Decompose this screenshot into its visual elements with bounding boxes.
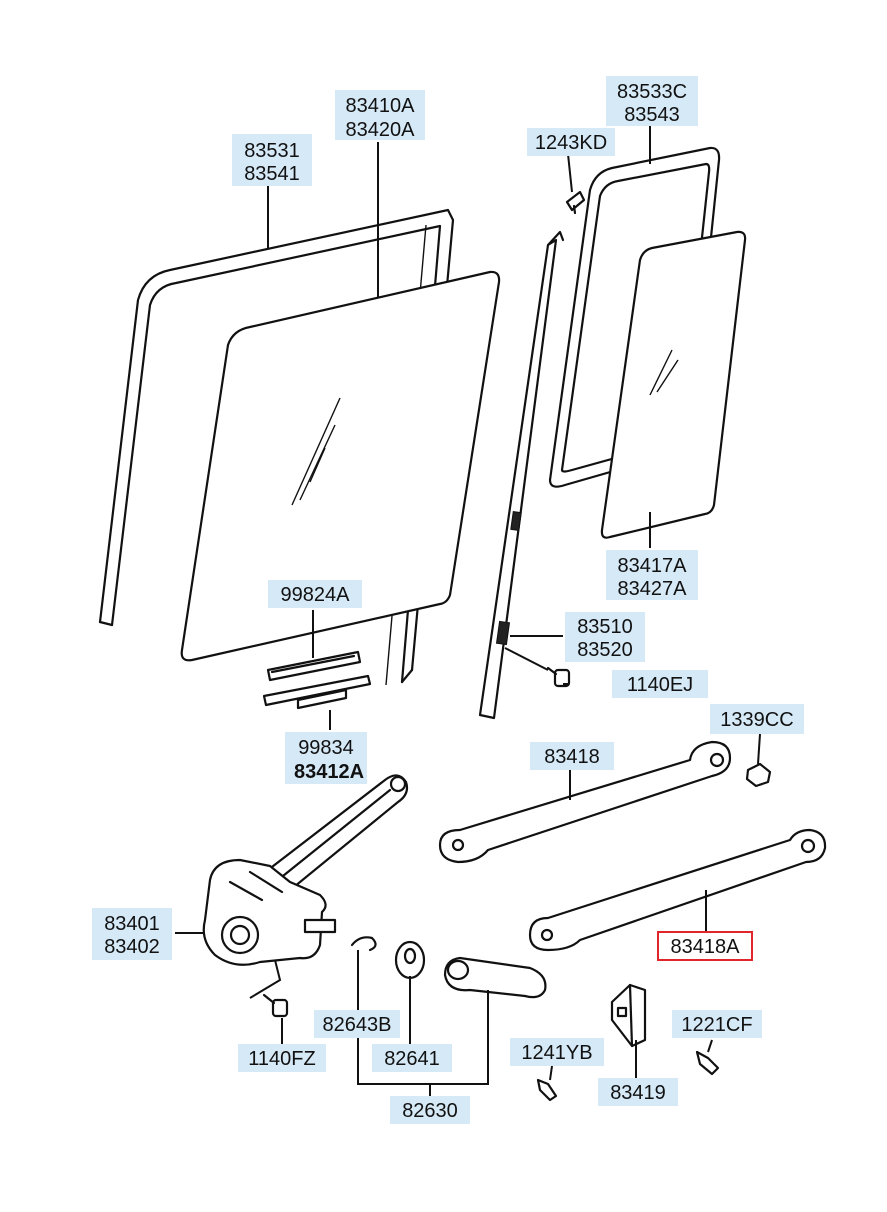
label-83418: 83418: [544, 746, 600, 768]
part-labels: 83410A 83420A 83531 83541 83533C 83543 1…: [92, 76, 804, 1124]
label-1339CC: 1339CC: [720, 709, 793, 731]
label-83420A: 83420A: [346, 119, 416, 141]
label-83418A: 83418A: [671, 936, 741, 958]
quarter-glass-hatch: [649, 349, 679, 396]
label-82641: 82641: [384, 1048, 440, 1070]
screw-1241yb-icon: [536, 1078, 558, 1102]
window-regulator: [202, 774, 409, 966]
division-channel: [478, 230, 565, 720]
label-99824A: 99824A: [281, 584, 351, 606]
label-83533C: 83533C: [617, 81, 687, 103]
quarter-glass-weatherstrip: [548, 146, 721, 488]
label-82643B: 82643B: [323, 1014, 392, 1036]
label-83410A: 83410A: [346, 95, 416, 117]
guide-rail-83418a: [528, 828, 827, 952]
label-83427A: 83427A: [618, 578, 688, 600]
nut-1339cc-icon: [745, 762, 772, 788]
label-1221CF: 1221CF: [681, 1014, 752, 1036]
label-83412A: 83412A: [294, 761, 364, 783]
label-83510: 83510: [577, 616, 633, 638]
label-83531: 83531: [244, 140, 300, 162]
screw-1221cf-icon: [695, 1050, 720, 1076]
leader-lines: [175, 122, 761, 1096]
bolt-1140ej-icon: [546, 666, 571, 688]
bracket-83419-icon: [610, 983, 647, 1048]
label-83520: 83520: [577, 639, 633, 661]
label-82630: 82630: [402, 1100, 458, 1122]
label-1241YB: 1241YB: [521, 1042, 592, 1064]
label-1140FZ: 1140FZ: [248, 1048, 315, 1070]
label-1140EJ: 1140EJ: [627, 674, 693, 696]
label-1243KD: 1243KD: [535, 132, 607, 154]
label-83543: 83543: [624, 104, 680, 126]
highlight-box: [657, 931, 753, 961]
guide-rail-83418: [438, 740, 732, 864]
label-83541: 83541: [244, 163, 300, 185]
bolt-1140fz-icon: [262, 993, 289, 1018]
quarter-glass: [600, 230, 747, 539]
washer-82641-icon: [394, 940, 426, 980]
screw-1243kd-icon: [565, 190, 586, 215]
clip-82643b-icon: [350, 936, 377, 952]
glass-channel-strips: [262, 650, 372, 710]
label-83401: 83401: [104, 913, 160, 935]
door-glass: [180, 270, 501, 662]
label-99834: 99834: [298, 737, 354, 759]
label-83419: 83419: [610, 1082, 666, 1104]
handle-82630-icon: [443, 956, 547, 999]
label-83417A: 83417A: [618, 555, 688, 577]
label-83402: 83402: [104, 936, 160, 958]
